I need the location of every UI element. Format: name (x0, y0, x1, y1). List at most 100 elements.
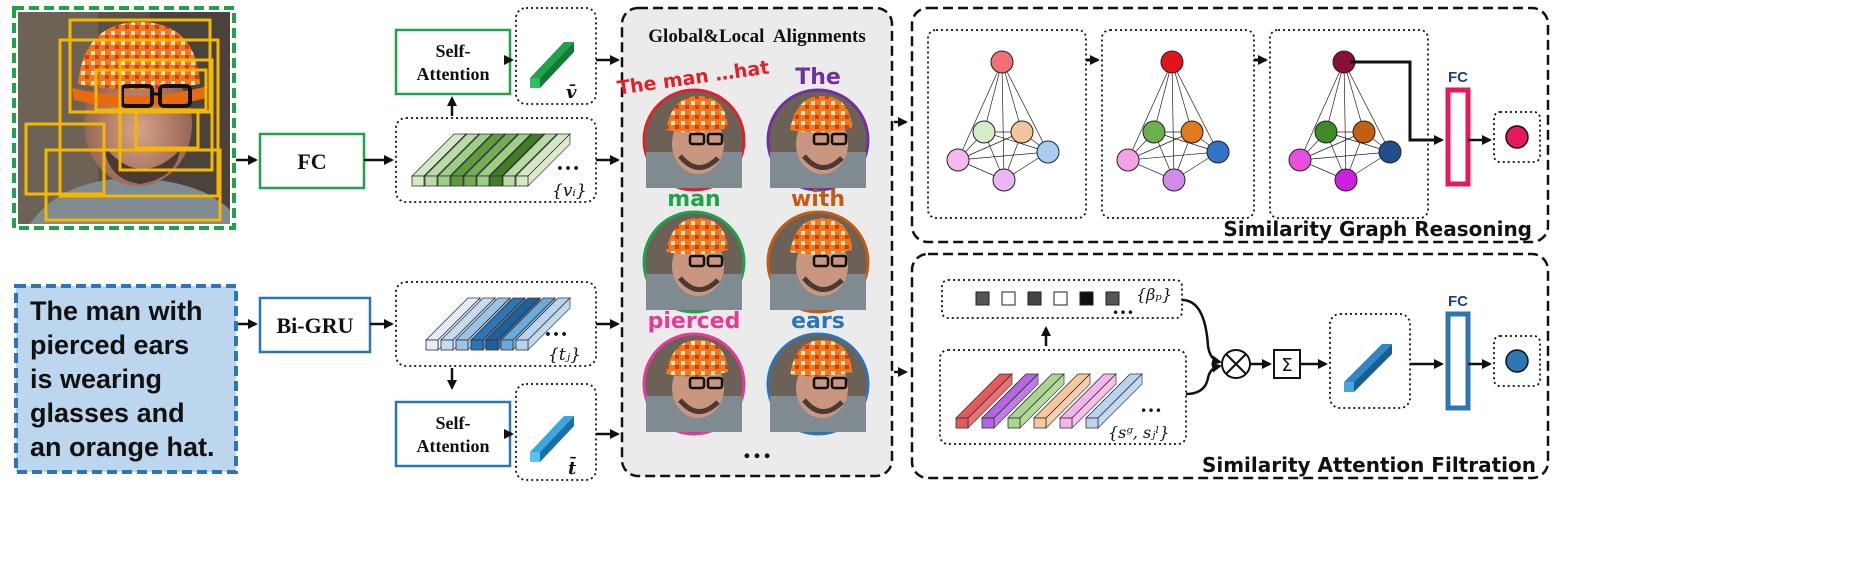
saf-fc-layer (1445, 311, 1471, 411)
alignment-circle-4 (766, 210, 870, 314)
global-visual-box: v̄ (515, 7, 597, 105)
similarity-graph-3 (1288, 50, 1402, 192)
graph-node (1160, 50, 1184, 74)
global-visual-vector (530, 42, 574, 88)
word-feature-bars (425, 297, 571, 351)
alignment-circle-5 (642, 332, 746, 436)
input-caption: The man with pierced ears is wearing gla… (14, 284, 238, 474)
self-attention-text-label-2: Attention (417, 436, 490, 456)
caption-line-5: an orange hat. (30, 432, 215, 462)
sgr-fc-layer (1445, 87, 1471, 187)
graph-node (992, 168, 1016, 192)
caption-line-4: glasses and (30, 398, 185, 428)
beta-label: {βₚ} (1136, 285, 1172, 304)
self-attention-text-box: Self- Attention (394, 400, 512, 468)
self-attention-visual-box: Self- Attention (394, 28, 512, 96)
similarity-vector-1 (955, 373, 1013, 429)
graph-node (1162, 168, 1186, 192)
attention-weight-5 (1079, 291, 1094, 306)
graph-node (1010, 120, 1034, 144)
similarity-graphs (946, 50, 1402, 192)
graph-node (1180, 120, 1204, 144)
sgr-title: Similarity Graph Reasoning (1223, 217, 1532, 241)
s-set-label: {sᵍ, sⱼˡ} (1108, 423, 1169, 442)
similarity-vector-2 (981, 373, 1039, 429)
attention-weights (975, 291, 1120, 306)
alignment-word-2: The (795, 65, 841, 90)
word-feature-bar-7 (515, 297, 571, 351)
sum-icon: Σ (1281, 355, 1292, 376)
graph-node (1314, 120, 1338, 144)
aggregated-vector (1344, 344, 1392, 392)
elementwise-product-icon (1221, 349, 1251, 379)
graph-node (990, 50, 1014, 74)
global-visual-label: v̄ (566, 82, 577, 103)
alignment-more: … (742, 432, 772, 465)
graph-node (1352, 120, 1376, 144)
global-text-box: t̄ (515, 383, 597, 481)
caption-line-1: The man with (30, 296, 203, 326)
similarity-vector-5 (1059, 373, 1117, 429)
saf-fc-label: FC (1448, 293, 1468, 310)
word-features-box: … {tⱼ} (395, 281, 597, 367)
region-feature-bars (411, 133, 571, 187)
fc-visual-box: FC (258, 132, 366, 190)
region-features-box: … {vᵢ} (395, 117, 597, 203)
graph-node (1288, 148, 1312, 172)
graph-node (1206, 140, 1230, 164)
attention-weight-2 (1001, 291, 1016, 306)
bigru-label: Bi-GRU (277, 313, 354, 338)
similarity-vector-6 (1085, 373, 1143, 429)
alignment-word-5: pierced (648, 309, 741, 334)
region-feature-ellipsis: … (556, 150, 580, 176)
saf-title: Similarity Attention Filtration (1202, 453, 1536, 477)
fc-visual-label: FC (297, 149, 326, 174)
alignment-word-6: ears (791, 309, 845, 334)
self-attention-visual-label: Self- (436, 41, 471, 61)
input-image (12, 6, 236, 230)
similarity-graph-2 (1116, 50, 1230, 192)
graph-node (972, 120, 996, 144)
attention-weight-6 (1105, 291, 1120, 306)
alignment-circle-1 (642, 88, 746, 192)
attention-weight-1 (975, 291, 990, 306)
self-attention-text-label: Self- (436, 413, 471, 433)
self-attention-visual-label-2: Attention (417, 64, 490, 84)
saf-panel: {βₚ} … … {sᵍ, sⱼˡ} Σ FC Similarity Atten… (910, 252, 1550, 480)
alignment-title: Global&Local Alignments (648, 26, 865, 47)
similarity-graph-1 (946, 50, 1060, 192)
caption-line-2: pierced ears (30, 330, 189, 360)
graph-node (1334, 168, 1358, 192)
similarity-vector-3 (1007, 373, 1065, 429)
alignment-word-4: with (791, 187, 845, 212)
graph-node (946, 148, 970, 172)
sgr-output-node (1505, 125, 1529, 149)
similarity-vectors (955, 373, 1143, 429)
alignment-word-3: man (667, 187, 720, 212)
global-text-vector (530, 416, 574, 462)
similarity-vector-4 (1033, 373, 1091, 429)
attention-weight-3 (1027, 291, 1042, 306)
word-feature-ellipsis: … (544, 316, 568, 342)
graph-node (1378, 140, 1402, 164)
sgr-fc-label: FC (1448, 69, 1468, 86)
alignment-circle-3 (642, 210, 746, 314)
region-feature-bar-9 (515, 133, 571, 187)
graph-node (1116, 148, 1140, 172)
global-text-label: t̄ (568, 457, 577, 479)
region-features-label: {vᵢ} (552, 181, 587, 201)
beta-ellipsis: … (1112, 294, 1134, 319)
bigru-box: Bi-GRU (258, 296, 372, 354)
saf-output-node (1505, 349, 1529, 373)
sgr-panel: FC Similarity Graph Reasoning (910, 6, 1550, 244)
s-set-ellipsis: … (1140, 392, 1162, 417)
graph-node (1036, 140, 1060, 164)
alignment-circle-2 (766, 88, 870, 192)
attention-weight-4 (1053, 291, 1068, 306)
graph-node (1142, 120, 1166, 144)
word-features-label: {tⱼ} (548, 345, 581, 365)
